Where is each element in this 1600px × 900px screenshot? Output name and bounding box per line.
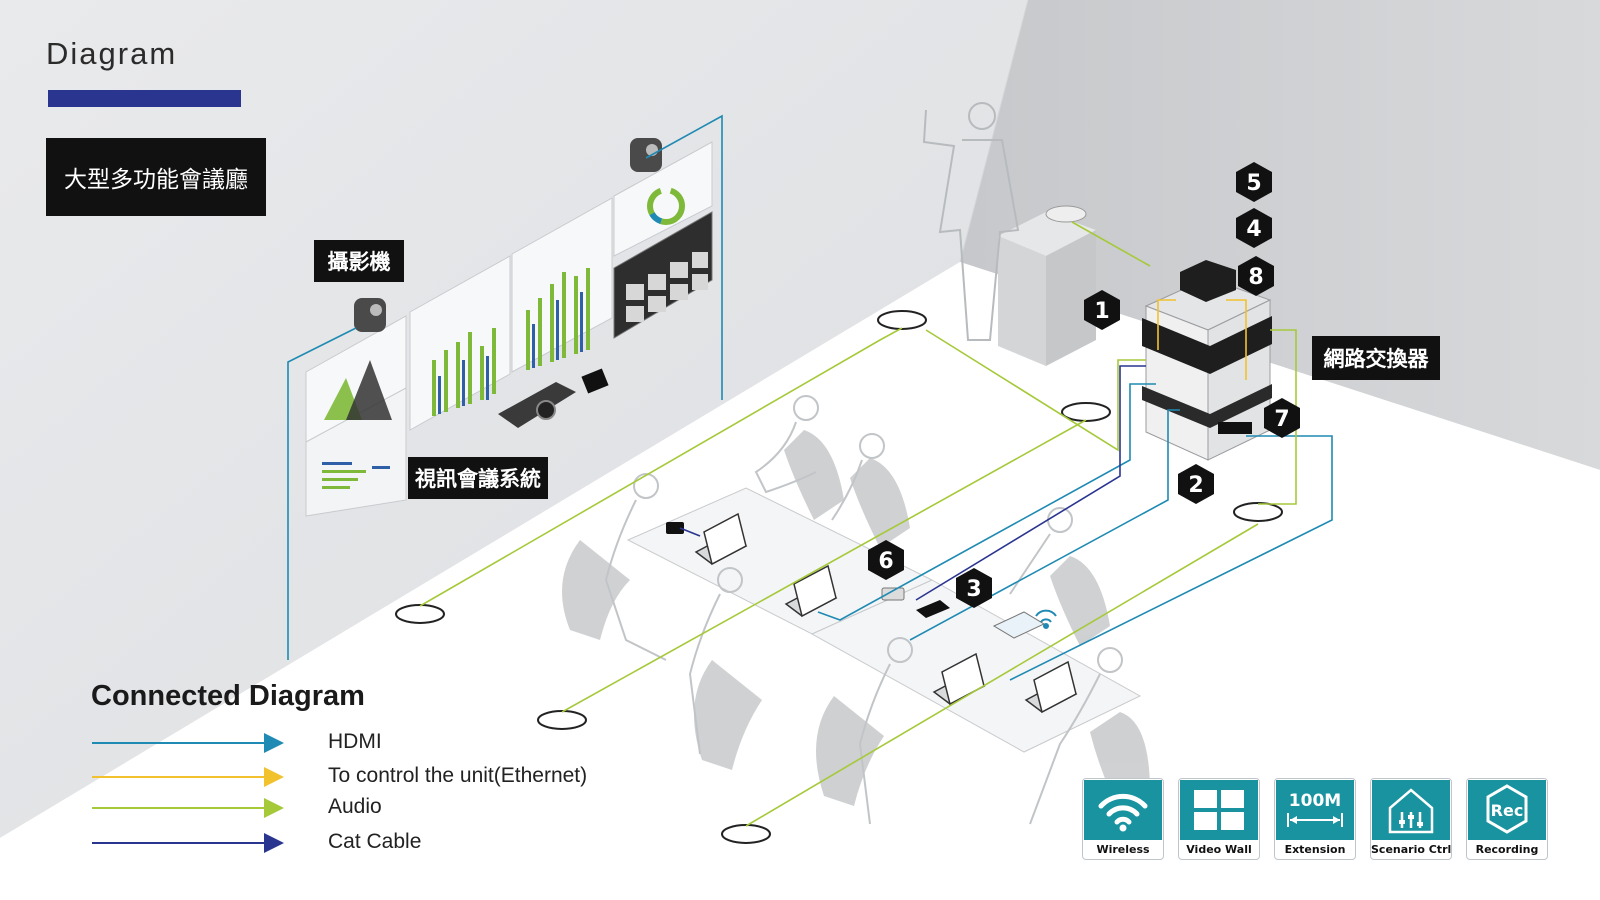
legend-label: HDMI [328, 730, 382, 753]
legend-label: Cat Cable [328, 830, 422, 853]
svg-text:3: 3 [966, 577, 981, 602]
ptz-camera-top [630, 138, 662, 172]
svg-text:Rec: Rec [1491, 801, 1524, 820]
badge-4: 4 [1236, 208, 1272, 248]
feature-scenario-ctrl: Scenario Ctrl [1370, 778, 1452, 860]
hdmi-transmitter [666, 522, 684, 534]
video-conference-label: 視訊會議系統 [408, 457, 548, 499]
podium [998, 205, 1096, 366]
feature-extension: 100M Extension [1274, 778, 1356, 860]
badge-6: 6 [868, 540, 904, 580]
camera-label: 攝影機 [314, 240, 404, 282]
ethernet-control-cables [1157, 299, 1247, 380]
feature-label: Recording [1475, 843, 1539, 856]
svg-text:2: 2 [1188, 473, 1203, 498]
svg-text:1: 1 [1094, 299, 1109, 324]
video-wall [305, 141, 713, 517]
legend-item-ethernet: To control the unit(Ethernet) [92, 762, 652, 792]
svg-text:4: 4 [1246, 217, 1261, 242]
feature-label: Scenario Ctrl [1371, 843, 1452, 856]
arrow-right-icon [264, 833, 284, 853]
wireless-receiver [916, 600, 950, 618]
legend-item-audio: Audio [92, 793, 652, 823]
chairs [562, 430, 1150, 812]
legend-label: To control the unit(Ethernet) [328, 764, 588, 787]
legend-item-cat-cable: Cat Cable [92, 828, 652, 858]
feature-video-wall: Video Wall [1178, 778, 1260, 860]
svg-text:100M: 100M [1289, 791, 1341, 811]
video-wall-icon [1180, 780, 1258, 840]
arrow-right-icon [264, 733, 284, 753]
legend-line [92, 742, 264, 744]
svg-text:7: 7 [1274, 407, 1289, 432]
legend-line [92, 842, 264, 844]
feature-wireless: Wireless [1082, 778, 1164, 860]
arrow-right-icon [264, 798, 284, 818]
ceiling-microphones [395, 310, 1283, 844]
recording-icon: Rec [1468, 780, 1546, 840]
legend-line [92, 807, 264, 809]
badge-8: 8 [1238, 256, 1274, 296]
arrow-right-icon [264, 767, 284, 787]
network-switch-label: 網路交換器 [1312, 336, 1440, 380]
page-title: Diagram [46, 36, 178, 71]
wifi-signal-icon [1035, 609, 1057, 629]
feature-label: Video Wall [1186, 843, 1252, 856]
badge-3: 3 [956, 568, 992, 608]
lecturer-figure [922, 102, 1020, 341]
wifi-icon [1084, 780, 1162, 840]
vc-soundbar [498, 368, 609, 428]
legend-line [92, 776, 264, 778]
svg-text:5: 5 [1246, 171, 1261, 196]
badge-7: 7 [1264, 398, 1300, 438]
legend-title: Connected Diagram [91, 680, 365, 712]
badge-1: 1 [1084, 290, 1120, 330]
badge-5: 5 [1236, 162, 1272, 202]
feature-label: Extension [1284, 843, 1346, 856]
title-underline-bar [48, 90, 241, 107]
feature-label: Wireless [1096, 843, 1150, 856]
room-label: 大型多功能會議廳 [46, 138, 266, 216]
audio-cables [419, 221, 1297, 827]
svg-text:8: 8 [1248, 265, 1263, 290]
badge-2: 2 [1178, 464, 1214, 504]
wall-plate [881, 587, 905, 601]
ptz-camera-left [354, 298, 386, 332]
legend-label: Audio [328, 795, 382, 818]
cat-cables [679, 365, 1146, 601]
feature-recording: Rec Recording [1466, 778, 1548, 860]
hdmi-cables [287, 114, 1333, 681]
equipment-rack [1142, 260, 1272, 461]
extension-icon: 100M [1276, 780, 1354, 840]
svg-text:6: 6 [878, 549, 893, 574]
legend-item-hdmi: HDMI [92, 728, 652, 758]
scenario-control-icon [1372, 780, 1450, 840]
